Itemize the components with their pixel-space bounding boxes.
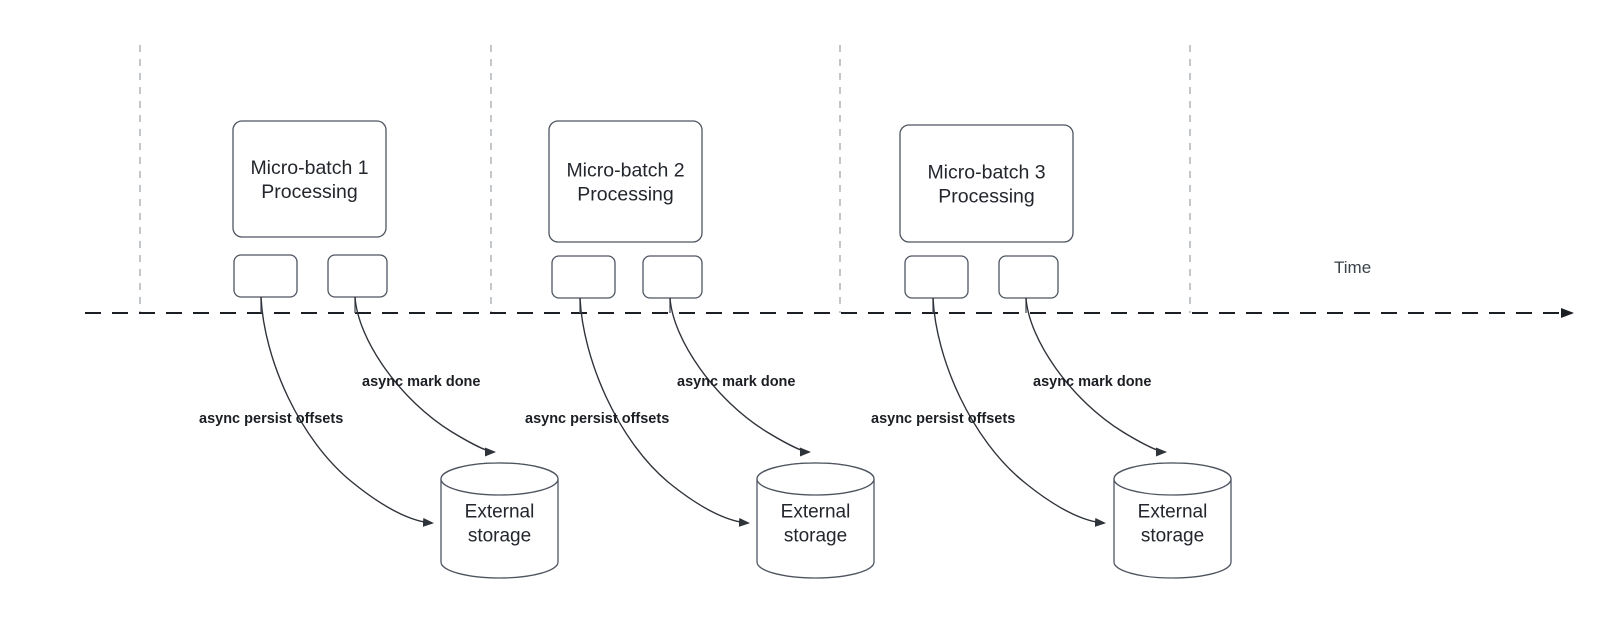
mark-done-edge-2 [669,297,811,457]
micro-batch-label-line2-1: Processing [261,181,357,203]
micro-batch-label-line2-2: Processing [577,184,673,206]
micro-batch-box-2[interactable] [548,120,703,243]
batch-boundary-lines [139,45,1191,313]
persist-offsets-edge-2 [579,297,750,527]
async-mark-done-label-2: async mark done [677,374,795,390]
micro-batch-label-line1-3: Micro-batch 3 [927,162,1045,184]
persist-offsets-edge-3 [932,297,1106,527]
mark-done-edge-3 [1025,297,1167,457]
external-storage-label-line1-1: External [465,502,535,523]
external-storage-cylinder-top-3 [1113,462,1232,496]
task-box-left-1[interactable] [233,254,298,298]
task-box-left-3[interactable] [904,255,969,299]
external-storage-label-line1-3: External [1138,502,1208,523]
async-mark-done-label-3: async mark done [1033,374,1151,390]
task-box-right-2[interactable] [642,255,703,299]
external-storage-label-line2-2: storage [784,526,847,547]
task-box-right-3[interactable] [998,255,1059,299]
external-storage-label-line1-2: External [781,502,851,523]
task-box-right-1[interactable] [327,254,388,298]
micro-batch-box-3[interactable] [899,124,1074,243]
async-persist-offsets-label-3: async persist offsets [871,411,1015,427]
mark-done-edge-1 [354,296,496,457]
external-storage-cylinder-top-2 [756,462,875,496]
external-storage-cylinder-top-1 [440,462,559,496]
task-box-left-2[interactable] [551,255,616,299]
micro-batch-label-line2-3: Processing [938,186,1034,208]
micro-batch-box-1[interactable] [232,120,387,238]
persist-offsets-edge-1 [260,296,434,527]
micro-batch-label-line1-1: Micro-batch 1 [250,157,368,179]
async-mark-done-label-1: async mark done [362,374,480,390]
async-persist-offsets-label-1: async persist offsets [199,411,343,427]
external-storage-label-line2-3: storage [1141,526,1204,547]
time-axis-label: Time [1334,258,1371,277]
external-storage-label-line2-1: storage [468,526,531,547]
micro-batch-label-line1-2: Micro-batch 2 [566,160,684,182]
async-persist-offsets-label-2: async persist offsets [525,411,669,427]
